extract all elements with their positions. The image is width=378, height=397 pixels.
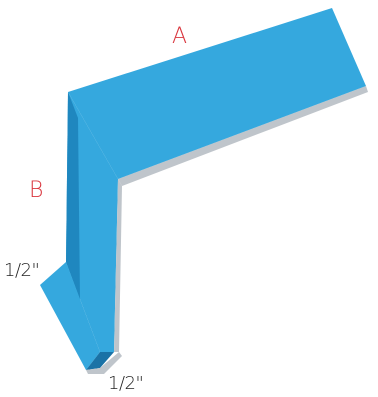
bottom-hem — [40, 262, 122, 374]
top-flange — [68, 8, 368, 186]
bottom-hem-face — [40, 262, 100, 370]
vertical-leg-inner — [66, 92, 80, 300]
dimension-label-a: A — [172, 24, 187, 49]
bottom-hem-edge — [86, 352, 122, 374]
dimension-label-b: B — [29, 178, 43, 203]
vertical-leg-edge — [114, 179, 122, 352]
dimension-label-hem-top: 1/2" — [4, 260, 39, 281]
top-flange-face — [68, 8, 366, 179]
dimension-label-hem-bottom: 1/2" — [108, 373, 143, 394]
vertical-leg — [66, 92, 122, 352]
bottom-hem-shadow — [86, 352, 114, 370]
top-flange-edge — [118, 86, 368, 186]
